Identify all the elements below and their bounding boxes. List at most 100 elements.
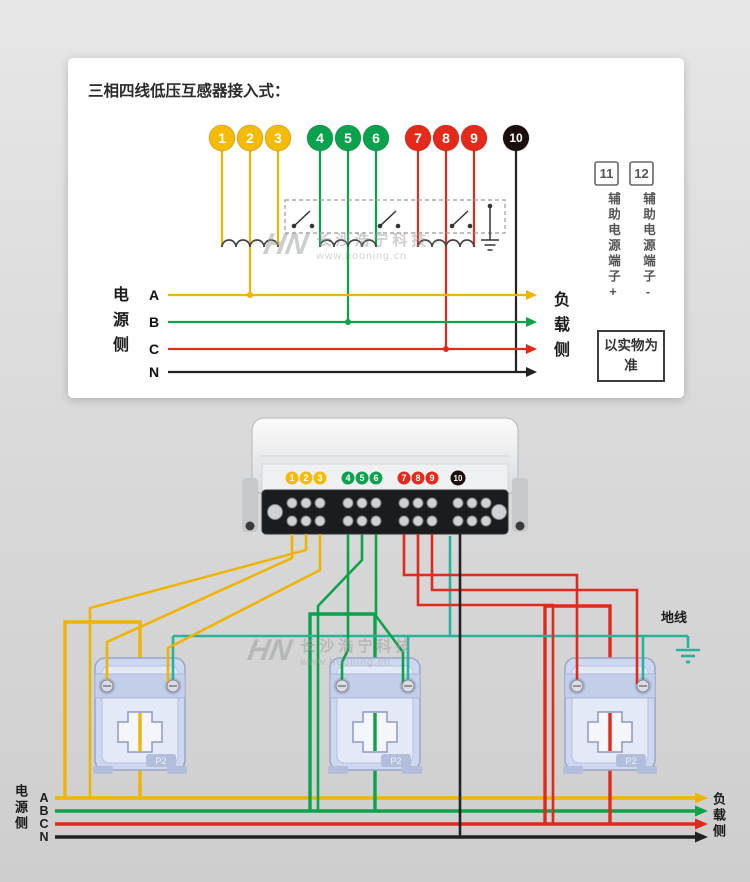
bus-n-arrow-icon — [695, 831, 708, 843]
terminal-circle-1 — [208, 124, 236, 152]
meter-terminal-dots — [285, 470, 466, 486]
phase-lines — [168, 290, 537, 377]
aux-terminal-11-label: 辅助电源端子+ — [606, 192, 620, 302]
terminal-circle-2 — [236, 124, 264, 152]
terminal-number-8: 8 — [442, 130, 450, 146]
meter-terminal-dot-numbers: 1 2 3 4 5 6 7 8 9 10 — [289, 473, 463, 483]
aux-terminal-12-box — [629, 161, 654, 186]
aux-terminal-11-number: 11 — [600, 166, 614, 181]
terminal-circle-5 — [334, 124, 362, 152]
ct3-label-plate — [616, 754, 646, 767]
source-side-label: 电源侧 — [110, 286, 127, 361]
bus-b-arrow-icon — [695, 805, 708, 817]
wire-terminal8-busC — [416, 534, 555, 824]
load-side-label-bottom: 负载侧 — [711, 792, 726, 840]
ct2-foot-left — [328, 766, 348, 774]
ct1-foot-left — [93, 766, 113, 774]
terminal-numbers: 1 2 3 4 5 6 7 8 9 10 — [218, 130, 523, 146]
wire-terminal6-ct2 — [374, 534, 405, 684]
meter-dot-number-3: 3 — [317, 473, 322, 483]
meter-dot-number-8: 8 — [415, 473, 420, 483]
meter-dot-4 — [341, 471, 355, 485]
wire-terminal7-ct3 — [402, 534, 579, 684]
secondary-wiring — [88, 534, 700, 837]
meter-dot-2 — [299, 471, 313, 485]
meter-internal-wiring — [220, 151, 518, 372]
physical-wiring-svg: 1 2 3 4 5 6 7 8 9 10 — [39, 417, 708, 844]
bus-letter-n: N — [39, 830, 48, 844]
aux-terminal-12-number: 12 — [634, 166, 648, 181]
link-dot — [291, 223, 297, 229]
meter-dot-6 — [369, 471, 383, 485]
link-blade-c — [451, 210, 469, 227]
voltage-links-box — [284, 199, 506, 234]
end-screw-right — [491, 504, 507, 520]
terminal-circle-6 — [362, 124, 390, 152]
terminal-number-3: 3 — [274, 130, 282, 146]
phase-letters: A B C N — [149, 287, 159, 380]
ct3-label: P2 — [625, 756, 636, 766]
meter-dot-number-1: 1 — [289, 473, 294, 483]
diagram-title: 三相四线低压互感器接入式： — [88, 81, 290, 100]
arrow-b-icon — [526, 317, 537, 327]
phase-letter-a: A — [149, 287, 159, 303]
ct1-label-plate — [146, 754, 176, 767]
meter-dot-number-9: 9 — [429, 473, 434, 483]
terminal-circle-7 — [404, 124, 432, 152]
schematic-panel: 三相四线低压互感器接入式： — [68, 58, 684, 398]
aux-terminal-12-label: 辅助电源端子- — [641, 192, 655, 302]
terminal-number-2: 2 — [246, 130, 254, 146]
link-blade-b — [379, 210, 397, 227]
ct2-label: P2 — [390, 756, 401, 766]
link-blade-a — [293, 210, 311, 227]
link-dot — [449, 223, 455, 229]
aux-terminal-11-box — [594, 161, 619, 186]
meter-dot-number-7: 7 — [401, 473, 406, 483]
ct3-foot-right — [637, 766, 657, 774]
wire-terminal3-ct1 — [166, 534, 322, 684]
terminal-number-9: 9 — [470, 130, 478, 146]
phase-letter-b: B — [149, 314, 159, 330]
meter-dot-5 — [355, 471, 369, 485]
ground-wire-label: 地线 — [661, 610, 687, 625]
coil-phase-b — [319, 239, 377, 248]
bus-letter-c: C — [39, 817, 48, 831]
meter-dot-number-5: 5 — [359, 473, 364, 483]
link-dot — [467, 223, 473, 229]
terminal-circle-8 — [432, 124, 460, 152]
meter-dot-1 — [285, 471, 299, 485]
bus-letter-b: B — [39, 804, 48, 818]
ct1-foot-right — [167, 766, 187, 774]
load-side-label: 负载侧 — [551, 291, 568, 366]
bus-letter-a: A — [39, 791, 48, 805]
ct2-foot-right — [402, 766, 422, 774]
terminal-number-7: 7 — [414, 130, 422, 146]
ct-screw-heads — [100, 679, 650, 693]
arrow-a-icon — [526, 290, 537, 300]
voltage-links — [291, 203, 499, 251]
terminal-number-band — [261, 463, 509, 491]
meter-dot-10 — [450, 470, 466, 486]
meter-dot-number-6: 6 — [373, 473, 378, 483]
bus-a-arrow-icon — [695, 792, 708, 804]
end-screw-left — [267, 504, 283, 520]
junction-dot-a — [247, 292, 253, 298]
meter-terminal-block: 1 2 3 4 5 6 7 8 9 10 — [242, 417, 528, 535]
source-side-label-bottom: 电源侧 — [13, 784, 28, 832]
meter-screws — [267, 497, 507, 527]
coil-phase-c — [417, 239, 475, 248]
meter-dot-number-2: 2 — [303, 473, 308, 483]
terminal-circles — [208, 124, 530, 152]
wire-terminal4-ct2 — [340, 534, 350, 684]
meter-left-wing — [242, 478, 258, 532]
terminal-circle-10 — [502, 124, 530, 152]
arrow-n-icon — [526, 367, 537, 377]
terminal-number-5: 5 — [344, 130, 352, 146]
wire-terminal1-ct1 — [105, 534, 294, 684]
terminal-number-4: 4 — [316, 130, 324, 146]
terminal-circle-9 — [460, 124, 488, 152]
meter-dot-number-10: 10 — [454, 474, 463, 483]
bus-letters: A B C N — [39, 791, 48, 844]
link-dot — [395, 223, 401, 229]
meter-dot-8 — [411, 471, 425, 485]
